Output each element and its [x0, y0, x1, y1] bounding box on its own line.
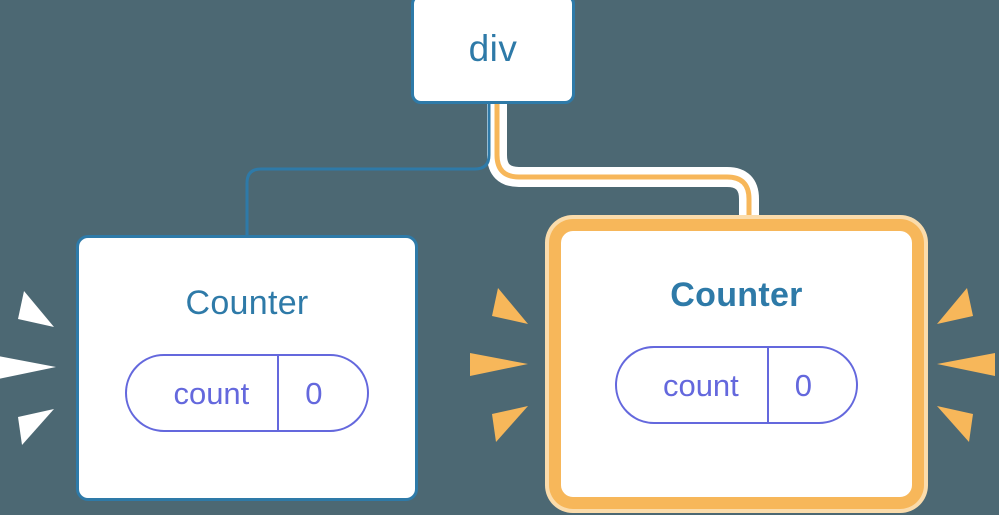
burst-right-orange — [933, 280, 995, 450]
node-div-label: div — [468, 28, 518, 69]
state-value-right: 0 — [766, 348, 856, 422]
state-key-right: count — [662, 367, 739, 403]
edge-div-to-counter-right — [494, 101, 752, 235]
node-counter-left-label: Counter — [185, 284, 309, 322]
edge-div-to-counter-left — [245, 102, 491, 238]
burst-left-white — [0, 283, 60, 453]
edge-div-to-counter-right-halo — [487, 94, 759, 242]
burst-mid-orange — [470, 280, 532, 450]
node-counter-right-label: Counter — [670, 276, 803, 314]
node-counter-right[interactable]: Counter count 0 — [561, 231, 912, 497]
node-div[interactable]: div — [411, 0, 575, 104]
state-value-left: 0 — [277, 356, 366, 430]
node-counter-left[interactable]: Counter count 0 — [76, 235, 418, 501]
state-key-left: count — [173, 375, 250, 411]
state-pill-right: count 0 — [614, 346, 859, 424]
state-pill-left: count 0 — [125, 354, 369, 432]
